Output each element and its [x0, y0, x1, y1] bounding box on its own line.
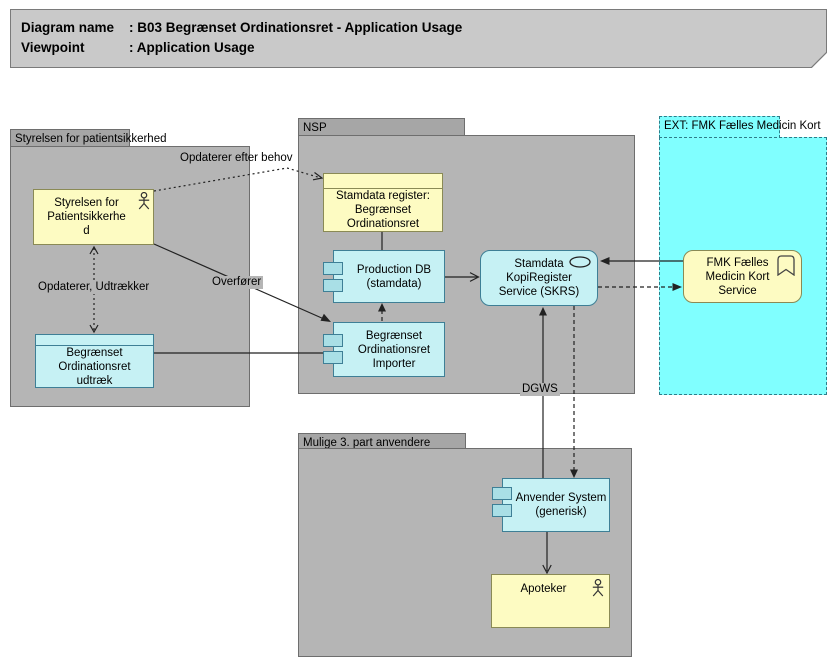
actor-icon — [138, 192, 150, 210]
node-anvender-system: Anvender System (generisk) — [502, 478, 610, 532]
title-separator: : — [129, 20, 138, 35]
node-line: Anvender System — [515, 492, 607, 504]
interface-oval-icon — [569, 256, 591, 268]
component-icon — [492, 504, 512, 517]
node-production-db: Production DB (stamdata) — [333, 250, 445, 303]
node-line: Importer — [372, 357, 416, 370]
title-value: B03 Begrænset Ordinationsret - Applicati… — [137, 20, 463, 35]
edge-label-opdaterer-udtraekker: Opdaterer, Udtrækker — [36, 281, 152, 294]
edge-label-dgws: DGWS — [520, 383, 560, 396]
node-line: FMK Fælles — [706, 256, 769, 269]
node-udtraek: Begrænset Ordinationsret udtræk — [35, 334, 154, 388]
edge-label-overfoerer: Overfører — [210, 276, 264, 289]
node-fmk-service: FMK Fælles Medicin Kort Service — [683, 250, 802, 303]
node-line: Ordinationsret — [357, 343, 431, 356]
component-icon — [323, 334, 343, 347]
data-object-bar — [36, 335, 153, 346]
title-row-diagram-name: Diagram name: B03 Begrænset Ordinationsr… — [21, 18, 826, 38]
edge-label-opdaterer-efter-behov: Opdaterer efter behov — [180, 152, 293, 164]
group-tab-ext-fmk: EXT: FMK Fælles Medicin Kort — [659, 116, 821, 138]
node-skrs: Stamdata KopiRegister Service (SKRS) — [480, 250, 598, 306]
node-line: Styrelsen for — [54, 197, 119, 209]
node-line: (generisk) — [535, 506, 587, 518]
note-folded-corner — [811, 52, 827, 68]
diagram-title-note: Diagram name: B03 Begrænset Ordinationsr… — [10, 9, 827, 68]
node-line: Begrænset — [354, 204, 412, 216]
node-line: udtræk — [76, 375, 113, 387]
group-label: EXT: FMK Fælles Medicin Kort — [664, 120, 821, 132]
actor-icon — [592, 579, 604, 597]
node-line: Medicin Kort — [705, 270, 770, 283]
node-line: KopiRegister — [506, 272, 572, 284]
node-line: Stamdata — [514, 258, 564, 270]
node-line: Ordinationsret — [346, 218, 420, 230]
node-line: Production DB — [356, 263, 432, 276]
node-line: Service — [718, 284, 757, 297]
title-label: Diagram name — [21, 20, 115, 35]
node-apoteker: Apoteker — [491, 574, 610, 628]
node-line: (stamdata) — [366, 277, 422, 290]
node-line: Patientsikkerhe — [47, 211, 126, 223]
node-line: Ordinationsret — [58, 361, 131, 373]
node-styrelsen-actor: Styrelsen for Patientsikkerhe d — [33, 189, 154, 245]
node-line: Service (SKRS) — [498, 286, 580, 298]
group-tab-styrelsen: Styrelsen for patientsikkerhed — [10, 129, 167, 147]
title-value: Application Usage — [136, 40, 255, 55]
bookmark-icon — [777, 255, 795, 276]
node-stamdata-register: Stamdata register: Begrænset Ordinations… — [323, 173, 443, 232]
node-line: Begrænset — [365, 329, 423, 342]
title-row-viewpoint: Viewpoint: Application Usage — [21, 38, 826, 58]
title-label: Viewpoint — [21, 40, 85, 55]
group-tab-nsp: NSP — [298, 118, 465, 136]
node-line: Apoteker — [520, 583, 567, 595]
data-object-bar — [324, 174, 442, 189]
node-line: Stamdata register: — [336, 190, 430, 202]
title-separator: : — [129, 40, 137, 55]
group-label: Mulige 3. part anvendere — [303, 437, 431, 449]
component-icon — [323, 279, 343, 292]
component-icon — [492, 487, 512, 500]
component-icon — [323, 262, 343, 275]
component-icon — [323, 351, 343, 364]
group-label: Styrelsen for patientsikkerhed — [15, 133, 167, 145]
node-line: Begrænset — [66, 347, 123, 359]
node-line: d — [83, 225, 90, 237]
group-label: NSP — [303, 122, 327, 134]
group-tab-mulige: Mulige 3. part anvendere — [298, 433, 466, 449]
node-importer: Begrænset Ordinationsret Importer — [333, 322, 445, 377]
